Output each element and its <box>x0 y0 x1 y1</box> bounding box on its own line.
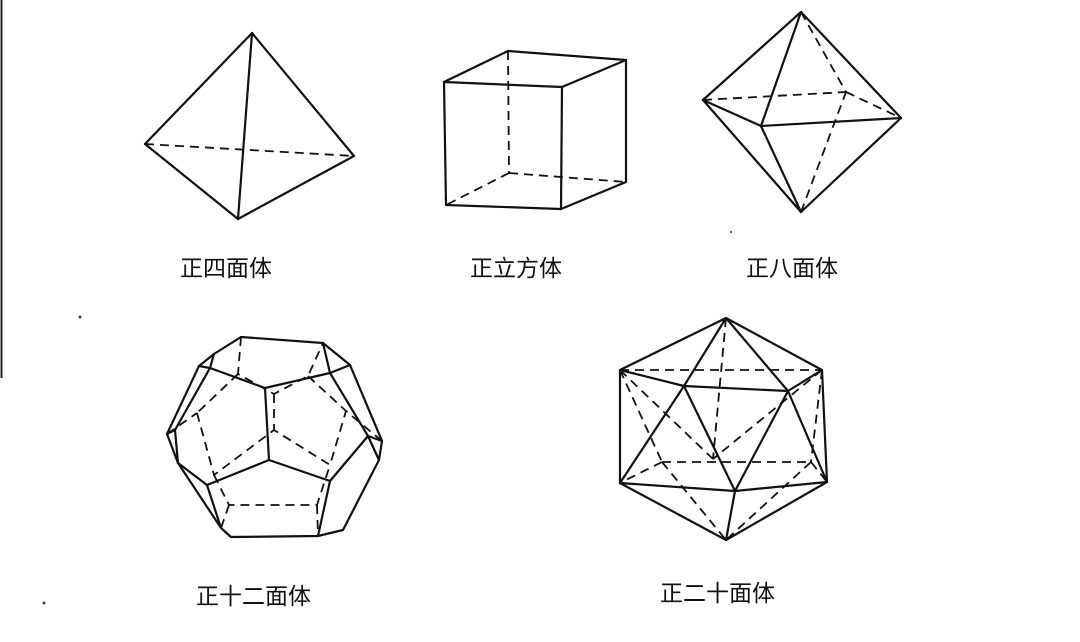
octahedron-drawing <box>701 10 903 214</box>
cube-label: 正立方体 <box>470 256 562 282</box>
dodecahedron-drawing <box>165 335 384 539</box>
cube-drawing <box>442 49 628 211</box>
icosahedron-drawing <box>618 316 829 542</box>
scan-speck <box>78 315 82 319</box>
tetrahedron-label: 正四面体 <box>180 256 272 282</box>
tetrahedron-drawing <box>143 31 356 221</box>
scan-speck <box>730 231 732 233</box>
icosahedron-label: 正二十面体 <box>660 581 775 607</box>
scan-speck <box>42 601 46 605</box>
octahedron-label: 正八面体 <box>746 256 838 282</box>
dodecahedron-label: 正十二面体 <box>196 584 311 610</box>
